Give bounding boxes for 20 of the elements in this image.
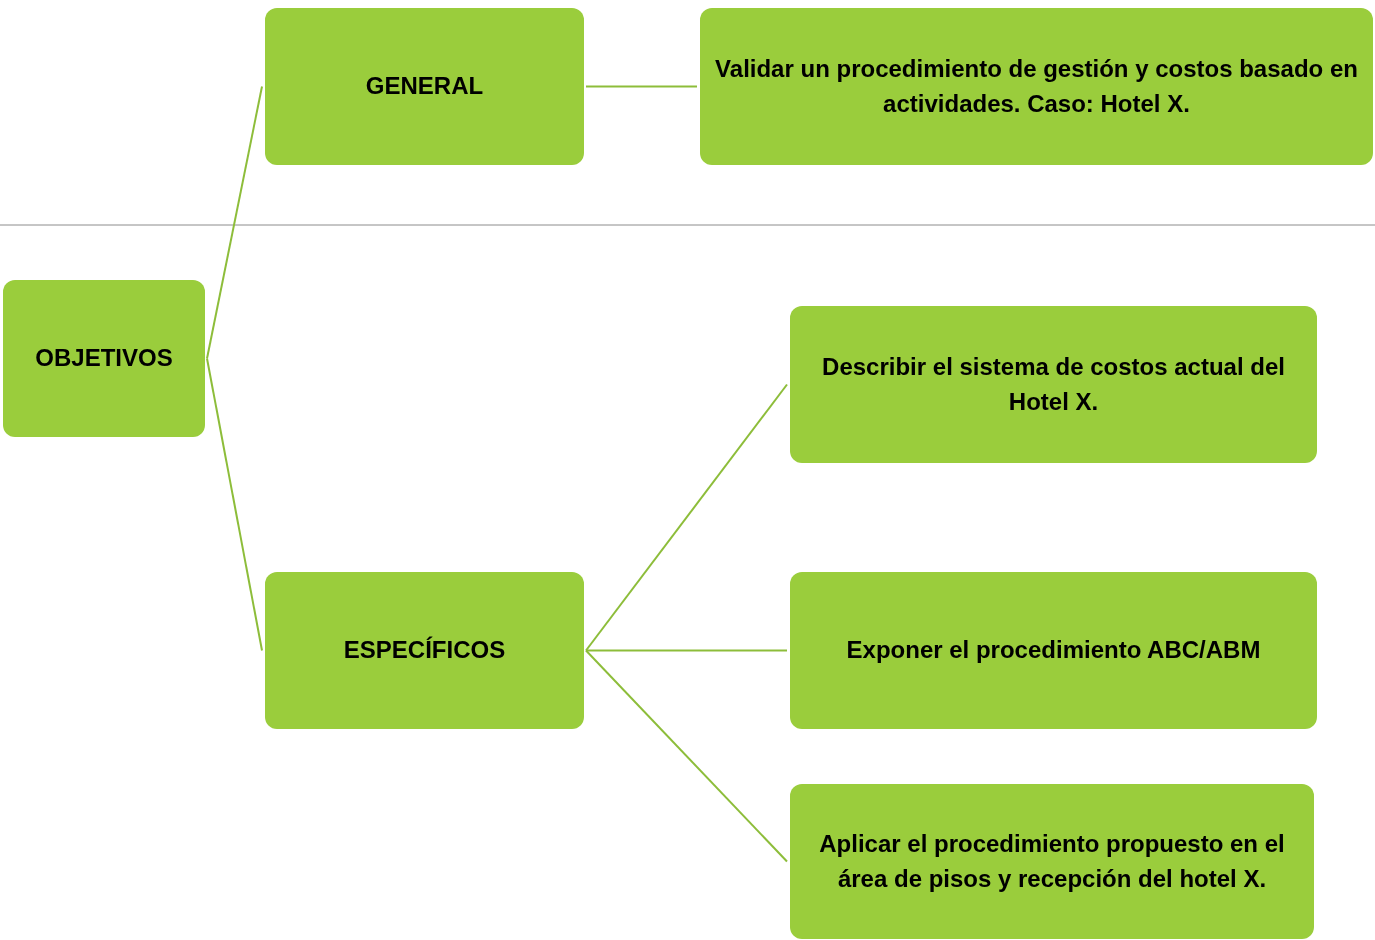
box-label: Describir el sistema de costos actual del Hotel X. bbox=[821, 352, 1286, 417]
box-label: Exponer el procedimiento ABC/ABM bbox=[846, 635, 1261, 666]
connector-line bbox=[585, 85, 698, 88]
objective-box bbox=[265, 572, 584, 729]
connector-line bbox=[206, 357, 263, 652]
objective-box bbox=[790, 572, 1317, 729]
connector-line bbox=[585, 383, 788, 652]
connector-line bbox=[585, 649, 788, 863]
objective-box bbox=[790, 784, 1314, 939]
box-label: Validar un procedimiento de gestión y costos basado en actividades. Caso: Hotel X. bbox=[714, 54, 1359, 119]
box-label: Aplicar el procedimiento propuesto en el área de pisos y recepción del hotel X. bbox=[818, 829, 1286, 894]
objective-box bbox=[790, 306, 1317, 463]
objective-box bbox=[3, 280, 205, 437]
box-label: ESPECÍFICOS bbox=[343, 635, 506, 666]
objective-box bbox=[700, 8, 1373, 165]
connector-line bbox=[585, 649, 788, 652]
objective-box bbox=[265, 8, 584, 165]
box-label: OBJETIVOS bbox=[35, 343, 173, 374]
connector-line bbox=[206, 85, 263, 360]
box-label: GENERAL bbox=[365, 71, 484, 102]
